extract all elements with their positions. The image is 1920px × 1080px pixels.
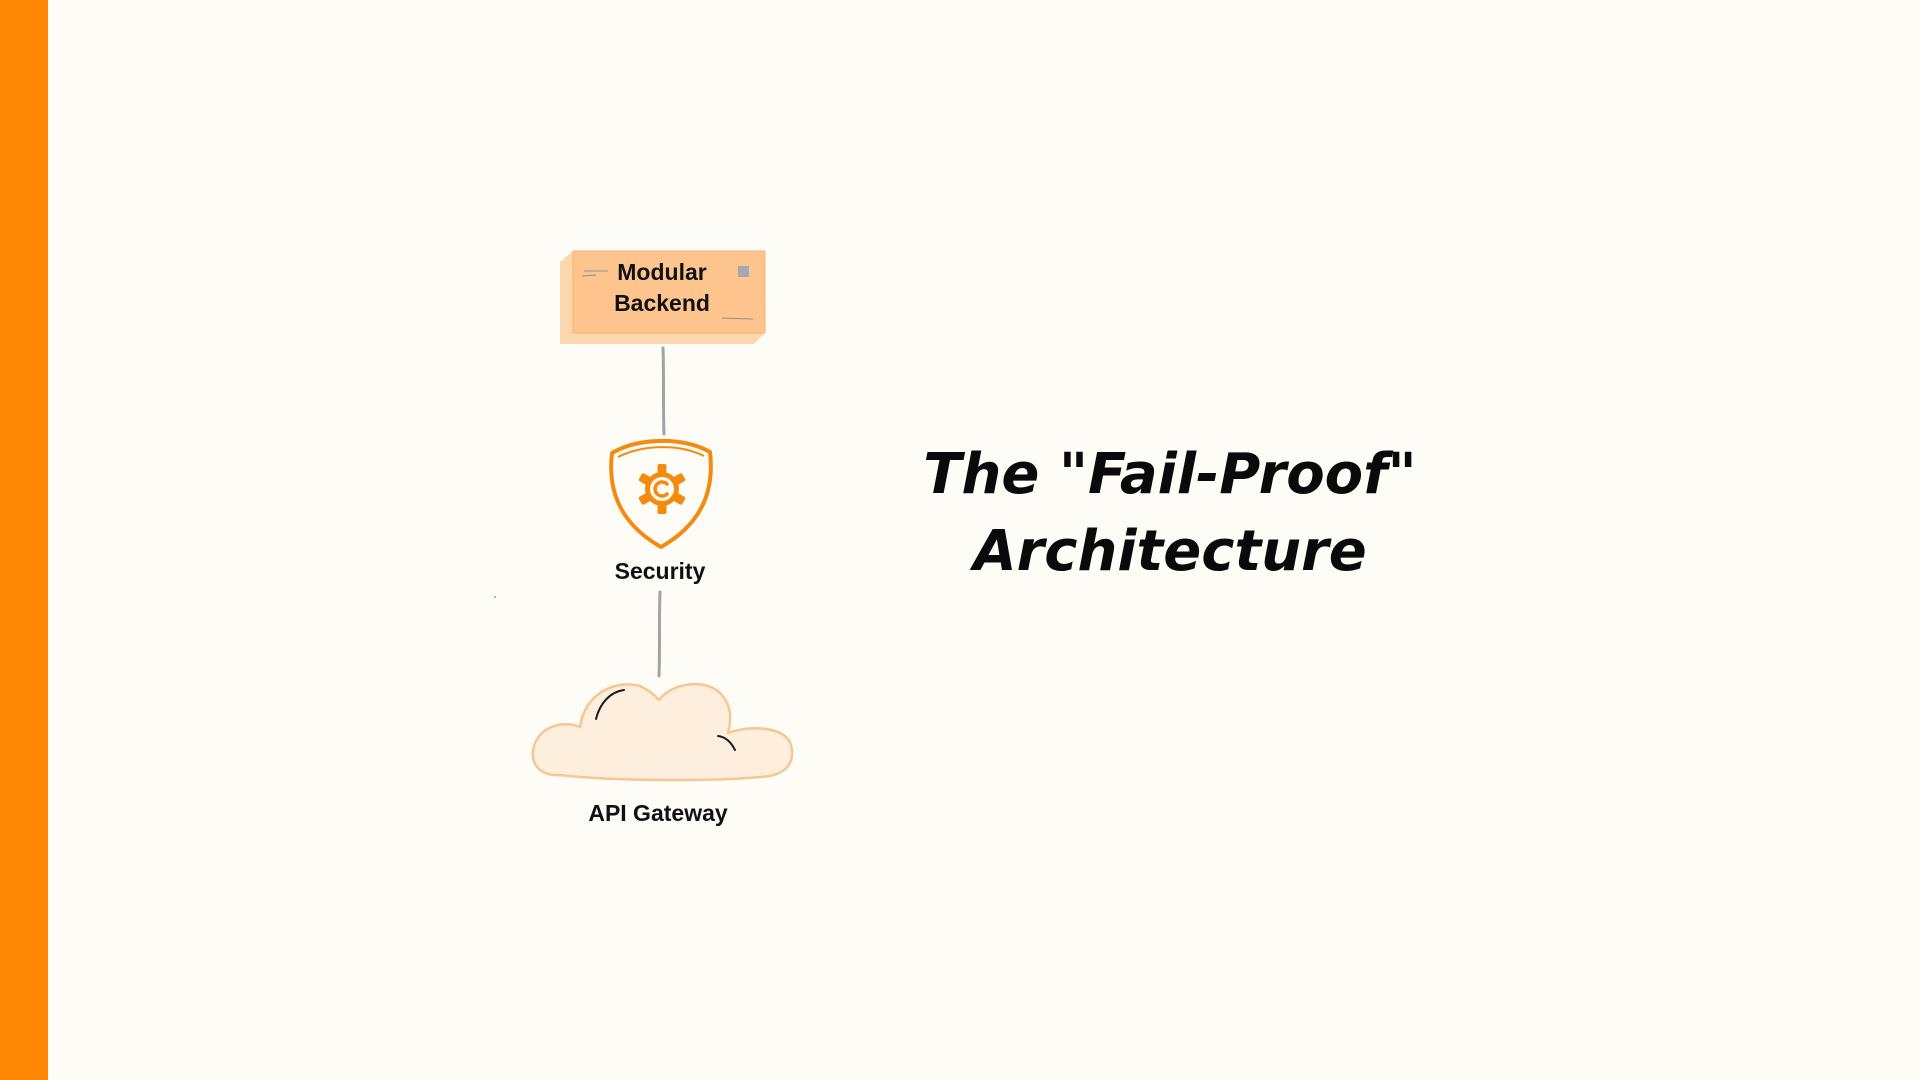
edge-backend-security bbox=[661, 346, 666, 436]
shield-gear-icon bbox=[609, 438, 713, 549]
slide-title: The "Fail-Proof" Architecture bbox=[860, 436, 1480, 590]
slide-title-line-1: The "Fail-Proof" bbox=[923, 442, 1417, 507]
edge-security-gateway bbox=[657, 590, 662, 678]
server-block-icon bbox=[560, 250, 766, 344]
backend-label-line-2: Backend bbox=[614, 290, 710, 316]
accent-bar bbox=[0, 0, 48, 1080]
security-label: Security bbox=[614, 558, 706, 584]
slide-title-line-2: Architecture bbox=[973, 519, 1367, 584]
backend-label: Modular Backend bbox=[570, 257, 754, 319]
stray-dot bbox=[494, 596, 496, 598]
backend-label-line-1: Modular bbox=[617, 259, 707, 285]
gateway-label: API Gateway bbox=[588, 800, 728, 826]
cloud-icon bbox=[531, 682, 794, 782]
